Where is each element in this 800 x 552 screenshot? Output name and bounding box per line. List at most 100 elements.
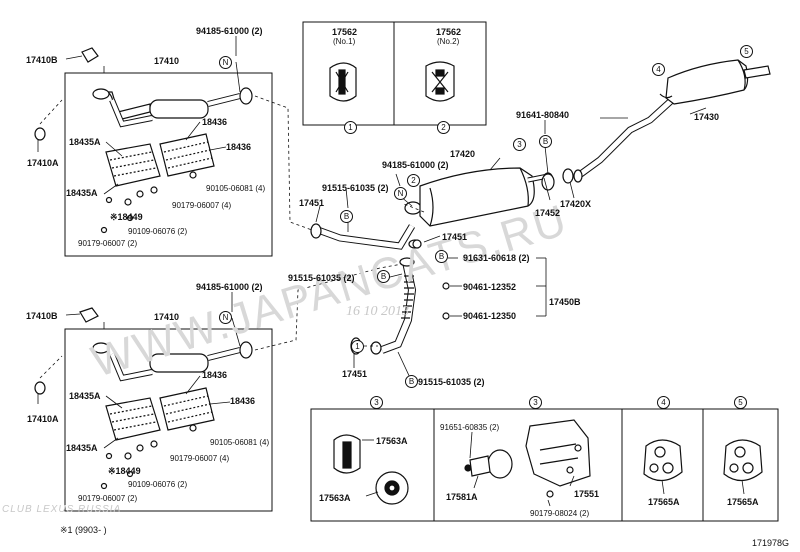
part-94185-upper: 94185-61000 (2) xyxy=(196,26,263,36)
gasket-17410b-upper xyxy=(81,47,99,63)
part-17563a-1: 17563A xyxy=(376,436,408,446)
part-90179-4-lower: 90179-06007 (4) xyxy=(170,454,230,463)
part-90109-lower: 90109-06076 (2) xyxy=(128,480,188,489)
part-17565a-1: 17565A xyxy=(648,497,680,507)
gasket-17420x xyxy=(562,168,574,184)
part-94185-lower: 94185-61000 (2) xyxy=(196,282,263,292)
part-90105-lower: 90105-06081 (4) xyxy=(210,438,270,447)
part-17420: 17420 xyxy=(450,149,476,159)
part-18435a-3: 18435A xyxy=(69,391,101,401)
gasket-17451-b xyxy=(412,239,422,249)
callout-4-pipe: 4 xyxy=(652,63,665,76)
part-17451-b: 17451 xyxy=(442,232,468,242)
part-90179-4-upper: 90179-06007 (4) xyxy=(172,201,232,210)
part-18436-3: 18436 xyxy=(202,370,228,380)
heat-shield-lower-b xyxy=(159,387,215,431)
callout-b-c: B xyxy=(435,250,448,263)
part-17562-no2: 17562 xyxy=(436,27,462,37)
part-17450b: 17450B xyxy=(549,297,581,307)
heat-shield-upper-a xyxy=(105,143,161,187)
part-17410a-upper: 17410A xyxy=(27,158,59,168)
hanger-17562-no1 xyxy=(329,62,357,102)
part-18435a-2: 18435A xyxy=(66,188,98,198)
part-17562-no1: 17562 xyxy=(332,27,358,37)
bolt-90179-08024 xyxy=(546,490,554,498)
watermark-date: 16 10 2013 xyxy=(346,304,409,319)
part-91515-b: 91515-61035 (2) xyxy=(288,273,355,283)
front-pipe-upper xyxy=(92,87,253,234)
footnote: ※1 (9903- ) xyxy=(60,525,107,535)
hanger-17563a-b xyxy=(375,471,409,505)
hanger-17565a-b xyxy=(723,439,763,482)
part-90109-upper: 90109-06076 (2) xyxy=(128,227,188,236)
figure-id: 171978G xyxy=(752,538,790,548)
leader-lines xyxy=(37,36,745,507)
part-91641: 91641-80840 xyxy=(516,110,570,120)
callout-3-pipe: 3 xyxy=(513,138,526,151)
callout-n-mid: N xyxy=(394,187,407,200)
gasket-17410a-upper xyxy=(34,127,46,141)
hanger-17565a-a xyxy=(643,439,683,482)
part-90105-upper: 90105-06081 (4) xyxy=(206,184,266,193)
part-17410b-lower: 17410B xyxy=(26,311,58,321)
part-17581a: 17581A xyxy=(446,492,478,502)
callout-2-pipe: 2 xyxy=(407,174,420,187)
callout-4-box: 4 xyxy=(657,396,670,409)
heat-shield-upper-b xyxy=(159,133,215,177)
part-91651: 91651-60835 (2) xyxy=(440,423,500,432)
part-18436-4: 18436 xyxy=(230,396,256,406)
callout-1-box: 1 xyxy=(344,121,357,134)
part-18435a-1: 18435A xyxy=(69,137,101,147)
part-17452: 17452 xyxy=(535,208,561,218)
heat-shield-lower-a xyxy=(105,397,161,441)
part-17451-a: 17451 xyxy=(299,198,325,208)
detail-box-bottom xyxy=(310,408,779,522)
part-18449-upper: ※18449 xyxy=(110,212,143,222)
front-pipe-lower xyxy=(92,341,253,490)
callout-5-pipe: 5 xyxy=(740,45,753,58)
part-17410-upper: 17410 xyxy=(154,56,180,66)
callout-n-upper: N xyxy=(219,56,232,69)
callout-3-box-a: 3 xyxy=(370,396,383,409)
part-17562-no1-sub: (No.1) xyxy=(333,37,356,46)
part-90461-12350: 90461-12350 xyxy=(463,311,517,321)
part-90179-2-lower: 90179-06007 (2) xyxy=(78,494,138,503)
callout-b-e: B xyxy=(405,375,418,388)
part-90179-2-upper: 90179-06007 (2) xyxy=(78,239,138,248)
part-94185-mid: 94185-61000 (2) xyxy=(382,160,449,170)
flex-pipe-17450b xyxy=(370,254,450,355)
part-17565a-2: 17565A xyxy=(727,497,759,507)
part-18436-2: 18436 xyxy=(226,142,252,152)
part-90461-12352: 90461-12352 xyxy=(463,282,517,292)
part-90179-08024: 90179-08024 (2) xyxy=(530,509,590,518)
part-91515-mid: 91515-61035 (2) xyxy=(322,183,389,193)
part-17430: 17430 xyxy=(694,112,720,122)
part-17562-no2-sub: (No.2) xyxy=(437,37,460,46)
part-17563a-2: 17563A xyxy=(319,493,351,503)
part-17420x: 17420X xyxy=(560,199,592,209)
part-17410-lower: 17410 xyxy=(154,312,180,322)
part-17410a-lower: 17410A xyxy=(27,414,59,424)
callout-3-box-b: 3 xyxy=(529,396,542,409)
gasket-17410a-lower xyxy=(34,381,46,395)
part-91631: 91631-60618 (2) xyxy=(463,253,530,263)
callout-1-pipe: 1 xyxy=(351,340,364,353)
tail-pipe xyxy=(573,97,675,183)
front-pipe-box-upper xyxy=(64,72,273,257)
ring-17452 xyxy=(541,173,555,191)
gasket-17410b-lower xyxy=(79,307,99,323)
callout-b-a: B xyxy=(340,210,353,223)
hanger-17563a-a xyxy=(333,434,361,474)
center-pipe xyxy=(310,201,422,250)
part-18436-1: 18436 xyxy=(202,117,228,127)
part-17551: 17551 xyxy=(574,489,600,499)
callout-n-lower: N xyxy=(219,311,232,324)
hanger-17562-no2 xyxy=(425,61,455,102)
part-17451-c: 17451 xyxy=(342,369,368,379)
bracket-17551 xyxy=(525,419,591,487)
front-pipe-box-lower xyxy=(64,328,273,512)
part-18449-lower: ※18449 xyxy=(108,466,141,476)
part-18435a-4: 18435A xyxy=(66,443,98,453)
